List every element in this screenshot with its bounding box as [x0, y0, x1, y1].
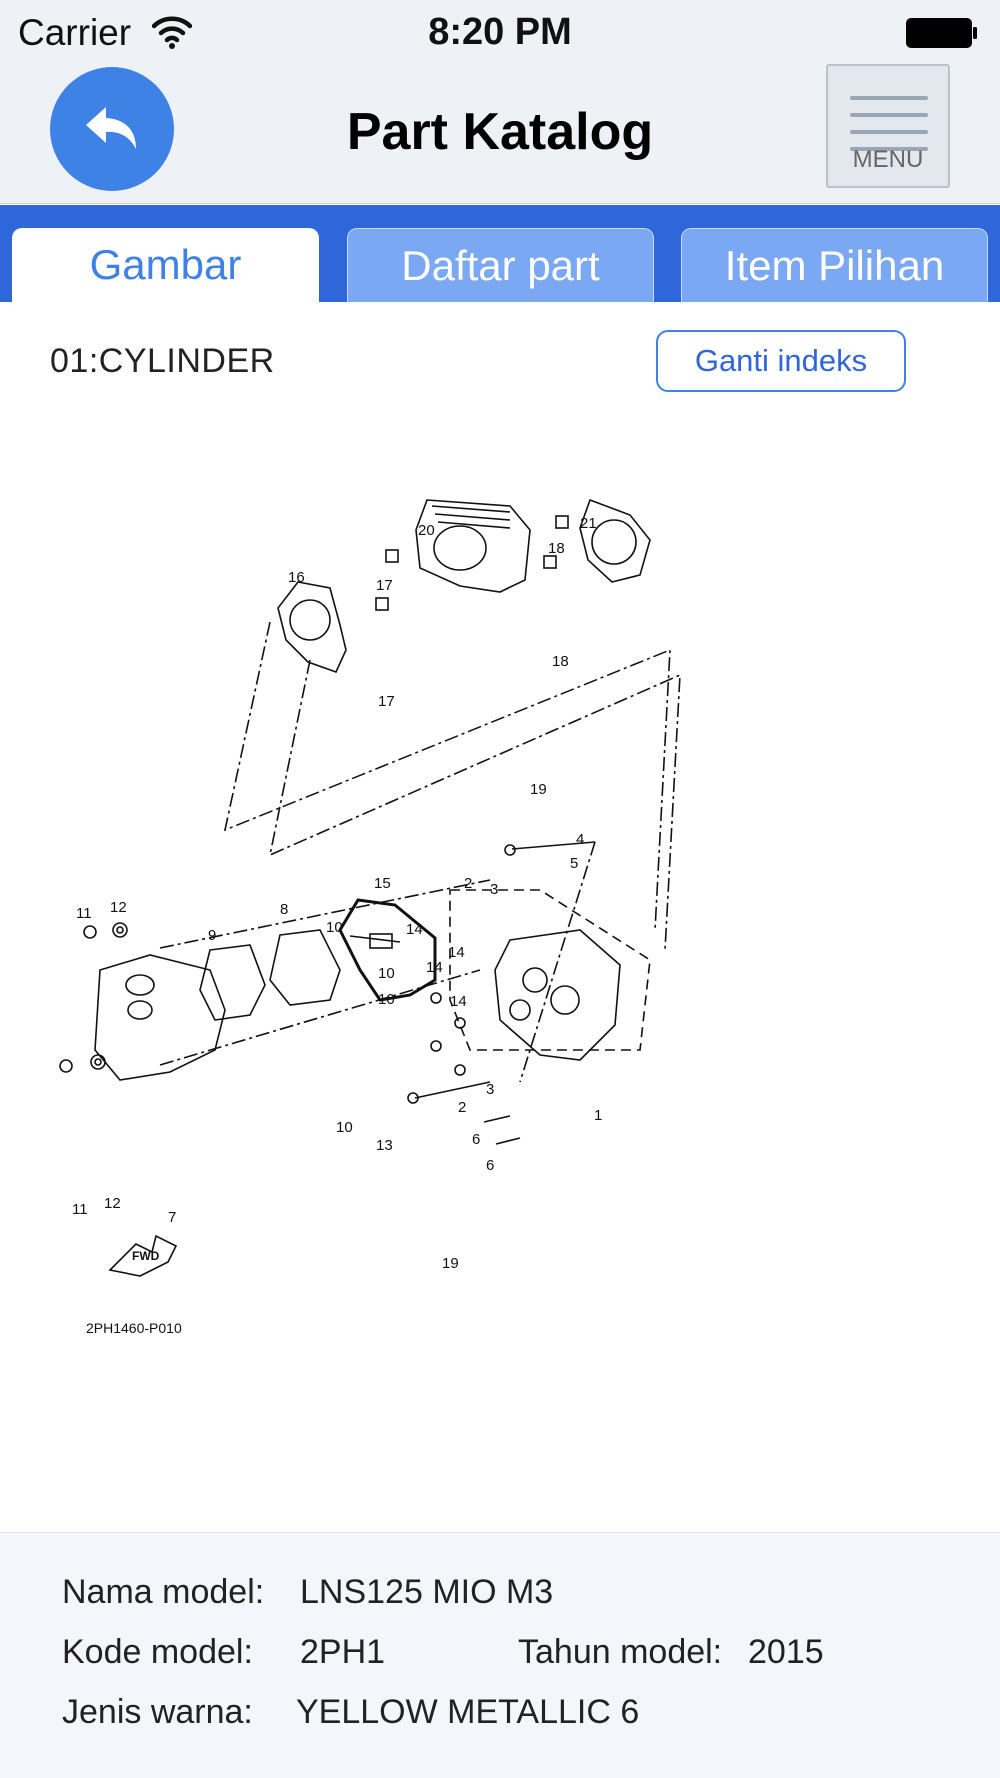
svg-text:19: 19	[442, 1255, 459, 1272]
tab-gambar[interactable]: Gambar	[12, 228, 319, 302]
nama-model-label: Nama model:	[62, 1573, 265, 1611]
back-arrow-icon	[86, 107, 136, 149]
kode-model-label: Kode model:	[62, 1633, 253, 1671]
carrier-label: Carrier	[18, 12, 132, 53]
svg-text:8: 8	[280, 901, 288, 918]
svg-text:10: 10	[326, 919, 343, 936]
jenis-warna-label: Jenis warna:	[62, 1693, 253, 1731]
parts-diagram-drawing: 21 20 18 16 17 18 17 19 4 5 15 2 3 14 14…	[59, 498, 681, 1336]
svg-text:13: 13	[376, 1137, 393, 1154]
model-info-panel: Nama model: LNS125 MIO M3 Kode model: 2P…	[0, 1532, 1000, 1778]
svg-text:10: 10	[336, 1119, 353, 1136]
svg-text:1: 1	[594, 1107, 602, 1124]
svg-text:16: 16	[288, 569, 305, 586]
svg-text:21: 21	[580, 515, 597, 532]
svg-text:3: 3	[486, 1081, 494, 1098]
svg-text:14: 14	[406, 921, 423, 938]
nama-model-value: LNS125 MIO M3	[300, 1573, 554, 1611]
menu-button[interactable]: MENU	[826, 64, 950, 188]
svg-text:17: 17	[378, 693, 395, 710]
svg-text:14: 14	[426, 959, 443, 976]
svg-text:12: 12	[110, 899, 127, 916]
navigation-bar: Part Katalog MENU	[0, 64, 1000, 204]
section-title: 01:CYLINDER	[50, 342, 275, 380]
svg-text:20: 20	[418, 522, 435, 539]
svg-text:11: 11	[76, 905, 92, 922]
svg-text:18: 18	[548, 540, 565, 557]
svg-text:6: 6	[486, 1157, 494, 1174]
fwd-label: FWD	[132, 1249, 160, 1263]
drawing-code: 2PH1460-P010	[86, 1320, 182, 1336]
back-button[interactable]	[50, 67, 174, 191]
svg-text:7: 7	[168, 1209, 176, 1226]
svg-text:6: 6	[472, 1131, 480, 1148]
svg-text:4: 4	[576, 831, 584, 848]
kode-model-value: 2PH1	[300, 1633, 386, 1671]
status-bar: Carrier 8:20 PM	[0, 0, 1000, 66]
svg-text:17: 17	[376, 577, 393, 594]
svg-text:3: 3	[490, 881, 498, 898]
part-number-labels: 21 20 18 16 17 18 17 19 4 5 15 2 3 14 14…	[72, 515, 602, 1336]
svg-text:2: 2	[458, 1099, 466, 1116]
svg-text:10: 10	[378, 965, 395, 982]
tab-bar: Gambar Daftar part Item Pilihan	[0, 205, 1000, 302]
status-time: 8:20 PM	[428, 11, 572, 53]
tab-daftar-part[interactable]: Daftar part	[347, 228, 654, 302]
svg-text:14: 14	[448, 944, 465, 961]
svg-text:18: 18	[552, 653, 569, 670]
svg-text:14: 14	[450, 993, 467, 1010]
tahun-model-value: 2015	[748, 1633, 824, 1671]
tab-item-pilihan[interactable]: Item Pilihan	[681, 228, 988, 302]
svg-text:12: 12	[104, 1195, 121, 1212]
parts-diagram[interactable]: 21 20 18 16 17 18 17 19 4 5 15 2 3 14 14…	[40, 410, 730, 1410]
wifi-icon	[151, 14, 193, 50]
menu-label: MENU	[852, 146, 924, 173]
svg-text:19: 19	[530, 781, 547, 798]
svg-text:15: 15	[374, 875, 391, 892]
page-title: Part Katalog	[346, 103, 654, 161]
tahun-model-label: Tahun model:	[518, 1633, 723, 1671]
svg-text:2: 2	[464, 875, 472, 892]
svg-text:5: 5	[570, 855, 578, 872]
svg-text:9: 9	[208, 927, 216, 944]
battery-icon	[905, 17, 978, 49]
jenis-warna-value: YELLOW METALLIC 6	[296, 1693, 640, 1731]
svg-text:11: 11	[72, 1201, 88, 1218]
change-index-button[interactable]: Ganti indeks	[656, 330, 906, 392]
svg-text:10: 10	[378, 991, 395, 1008]
